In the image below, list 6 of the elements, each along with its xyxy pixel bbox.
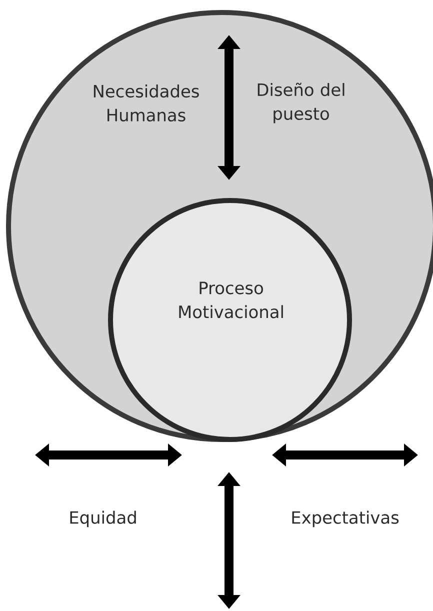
factor-label: Equidad [70, 510, 136, 528]
node-label: Necesidades Humanas [94, 84, 199, 122]
factor-label: Expectativas [292, 510, 399, 528]
node-label: Diseño del puesto [258, 82, 344, 124]
circle-label: Necesidades Humanas Diseño del puesto [94, 82, 344, 124]
circle-label: Proceso Motivacional [179, 282, 283, 318]
